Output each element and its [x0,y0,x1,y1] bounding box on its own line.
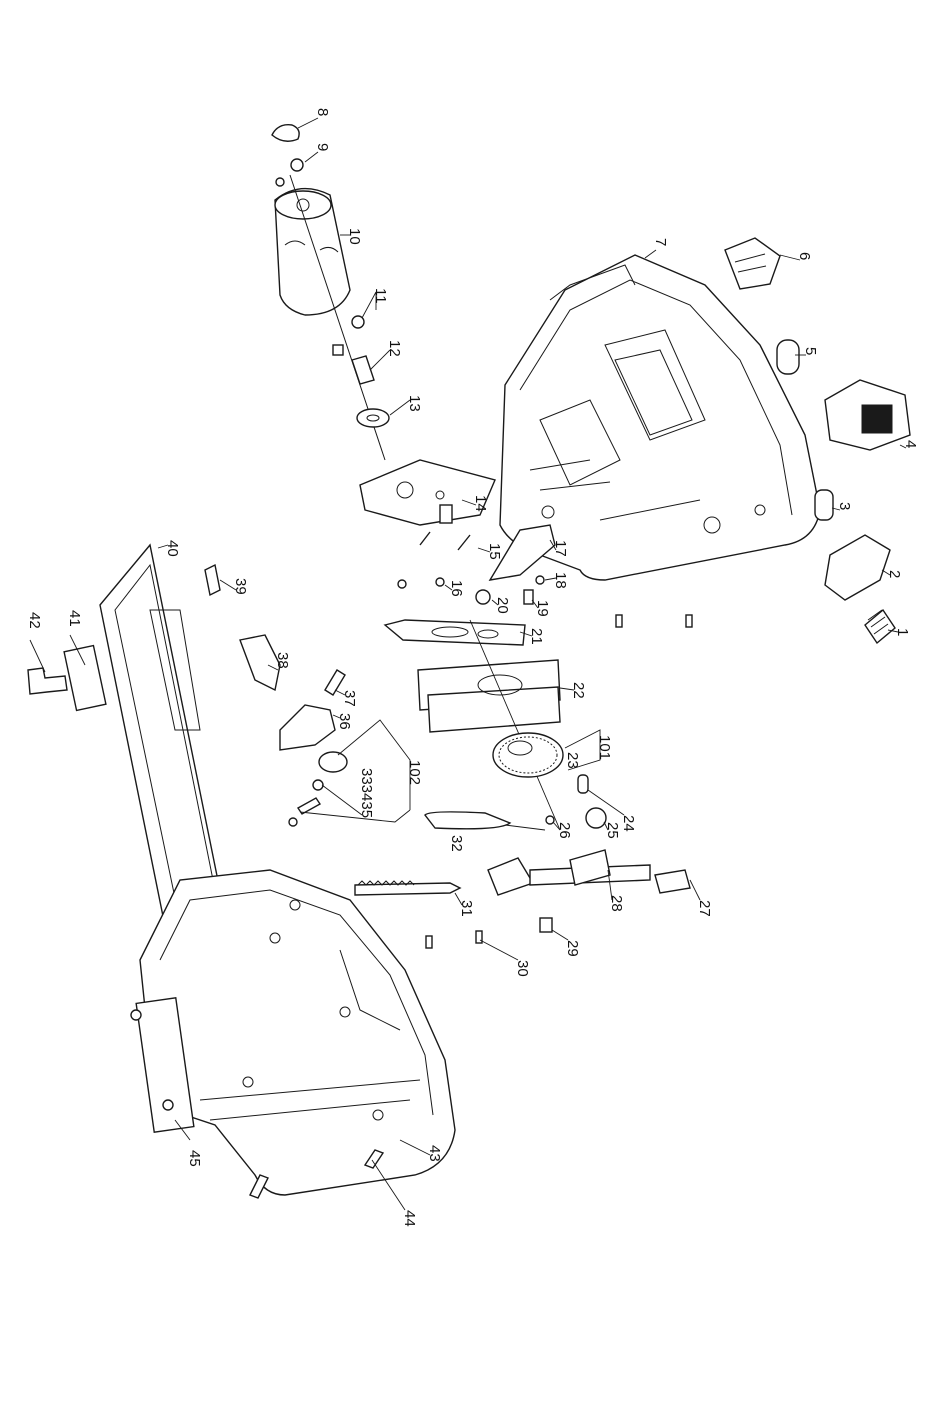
callout-38: 38 [274,652,291,669]
callout-3: 3 [836,502,853,510]
part-35-pin [298,798,320,814]
part-27-guide [655,870,690,893]
callout-40: 40 [164,540,181,557]
callout-9: 9 [314,143,331,151]
callout-8: 8 [314,108,331,116]
callout-37: 37 [341,690,358,707]
callout-30: 30 [514,960,531,977]
part-39-clip [205,565,220,595]
callout-27: 27 [696,900,713,917]
part-19-spring [524,590,533,604]
part-12-nut [333,345,343,355]
callout-22: 22 [570,682,587,699]
part-15-screw-a [420,532,430,545]
callout-32: 32 [448,835,465,852]
callout-24: 24 [620,815,637,832]
callout-17: 17 [552,540,569,557]
screw-head-b [163,1100,173,1110]
part-1-spring [865,610,895,643]
part-38-cam [240,635,280,690]
part-8-clip [272,125,299,142]
part-16-nut-a [398,580,406,588]
part-14-post [440,505,452,523]
callout-45: 45 [186,1150,203,1167]
part-25-roller [586,808,606,828]
part-28-clamp [488,858,533,895]
callout-13: 13 [406,395,423,412]
part-14-bracket [360,460,495,525]
part-26-clip [546,816,554,824]
part-43-housing [140,870,455,1195]
callout-15: 15 [486,543,503,560]
callout-1: 1 [894,628,911,636]
screw-head-a [131,1010,141,1020]
part-34-washer [313,780,323,790]
part-35-clip [289,818,297,826]
callout-12: 12 [386,340,403,357]
callout-25: 25 [604,822,621,839]
part-20-washer [476,590,490,604]
part-23-gear [493,733,563,777]
part-30-pin-b [476,931,482,943]
callout-26: 26 [556,822,573,839]
motor-group [272,125,389,460]
part-2-trigger [825,535,890,600]
callout-333435: 333435 [358,768,375,818]
part-29-spring [540,918,552,932]
callout-28: 28 [608,895,625,912]
part-5-spring-sleeve [777,340,799,374]
callout-4: 4 [902,440,919,448]
part-9-small-ring [276,178,284,186]
part-3-button [815,490,833,520]
part-15-screw-b [458,535,470,550]
callout-18: 18 [552,572,569,589]
callout-6: 6 [796,252,813,260]
callout-41: 41 [66,610,83,627]
part-41-plate [64,646,106,711]
part-6-switch-block [725,238,780,289]
part-22-plate-b [428,687,560,732]
callout-14: 14 [472,495,489,512]
part-36-lever [280,705,335,750]
switch-dark-panel [862,405,892,433]
part-9-bearing [291,159,303,171]
callout-31: 31 [458,900,475,917]
part-12-pinion [352,356,374,384]
callout-16: 16 [448,580,465,597]
part-32-wire [425,812,510,829]
callout-44: 44 [401,1210,418,1227]
part-16-nut-b [436,578,444,586]
part-24-pin [578,775,588,793]
callout-11: 11 [372,288,389,304]
callout-43: 43 [426,1145,443,1162]
linkage-group [205,565,347,826]
part-30-pin-a [426,936,432,948]
callout-42: 42 [26,612,43,629]
callout-19: 19 [534,600,551,617]
callout-7: 7 [652,238,669,246]
part-42-screw [28,668,67,694]
callout-10: 10 [346,228,363,245]
callout-101: 101 [596,735,613,760]
callout-20: 20 [494,597,511,614]
housing-left-half [131,870,455,1198]
callout-36: 36 [336,713,353,730]
part-33-roller [319,752,347,772]
dowel-b [686,615,692,627]
part-31-blade [355,883,460,895]
callout-5: 5 [802,347,819,355]
part-21-plate [385,620,525,645]
callout-23: 23 [564,752,581,769]
callout-102: 102 [406,760,423,785]
callout-21: 21 [528,628,545,645]
callout-39: 39 [232,578,249,595]
part-18-pin [536,576,544,584]
callout-29: 29 [564,940,581,957]
dowel-a [616,615,622,627]
part-13-washer [357,409,389,427]
callout-2: 2 [886,570,903,578]
